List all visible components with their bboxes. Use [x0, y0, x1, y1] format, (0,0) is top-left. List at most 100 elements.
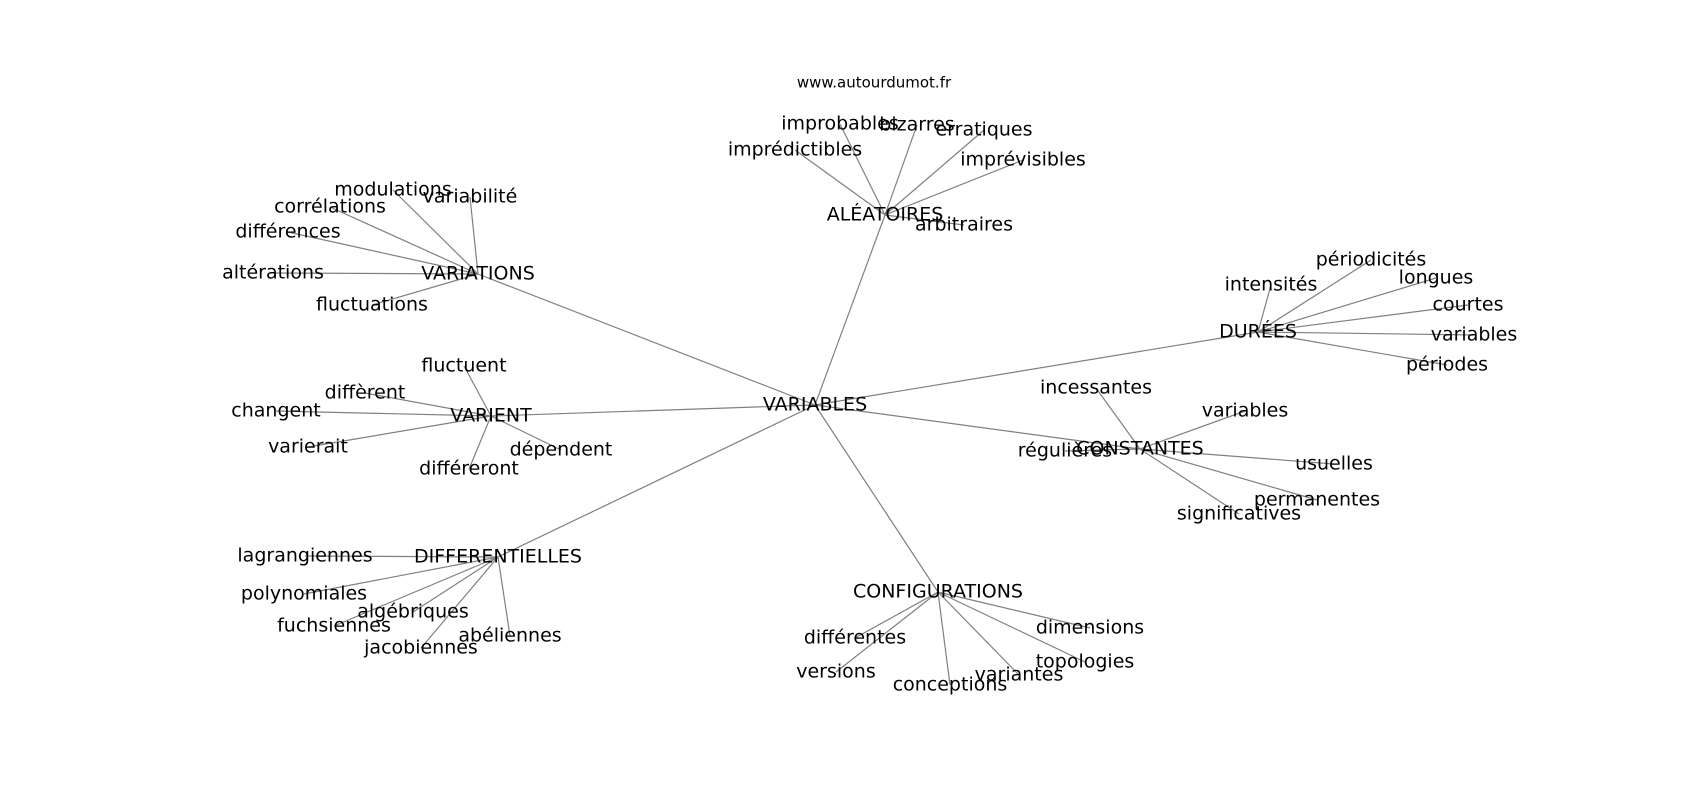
root-node[interactable]: VARIABLES	[763, 394, 867, 416]
hub-node-variations[interactable]: VARIATIONS	[421, 263, 535, 285]
leaf-node-durees-1[interactable]: intensités	[1225, 274, 1318, 296]
leaf-node-differentielles-3[interactable]: fuchsiennes	[277, 615, 391, 637]
edge-configurations-0	[854, 591, 939, 639]
edge-constantes-5	[1139, 448, 1240, 515]
leaf-node-configurations-5[interactable]: conceptions	[893, 674, 1008, 696]
leaf-node-variations-3[interactable]: différences	[235, 221, 340, 243]
hub-node-varient[interactable]: VARIENT	[450, 405, 532, 427]
leaf-node-variations-5[interactable]: fluctuations	[316, 294, 428, 316]
edge-aleatoires-5	[884, 214, 965, 226]
leaf-node-differentielles-2[interactable]: algébriques	[357, 601, 469, 623]
leaf-node-constantes-5[interactable]: significatives	[1177, 503, 1301, 525]
edge-durees-5	[1257, 331, 1448, 366]
edge-varient-0	[463, 365, 492, 417]
site-url[interactable]: www.autourdumot.fr	[797, 74, 952, 92]
leaf-node-differentielles-1[interactable]: polynomiales	[241, 583, 367, 605]
leaf-node-differentielles-5[interactable]: jacobiennes	[363, 637, 478, 659]
edge-durees-2	[1257, 277, 1437, 333]
edge-configurations-1	[937, 591, 1091, 629]
edge-constantes-2	[1064, 448, 1141, 452]
edge-differentielles-0	[304, 555, 499, 558]
edge-durees-0	[1257, 259, 1372, 333]
leaf-node-configurations-4[interactable]: variantes	[975, 664, 1064, 686]
leaf-node-aleatoires-4[interactable]: imprévisibles	[960, 149, 1086, 171]
leaf-node-durees-2[interactable]: longues	[1399, 267, 1474, 289]
leaf-node-constantes-4[interactable]: permanentes	[1254, 489, 1380, 511]
edge-root-varient	[490, 404, 816, 417]
leaf-node-differentielles-4[interactable]: abéliennes	[458, 625, 561, 647]
edge-varient-3	[307, 415, 492, 448]
leaf-node-varient-5[interactable]: différeront	[419, 458, 519, 480]
leaf-node-aleatoires-5[interactable]: arbitraires	[915, 214, 1013, 236]
edge-aleatoires-1	[884, 124, 918, 216]
hub-node-constantes[interactable]: CONSTANTES	[1076, 438, 1204, 460]
leaf-node-varient-0[interactable]: fluctuent	[421, 355, 506, 377]
leaf-node-constantes-2[interactable]: régulières	[1018, 440, 1112, 462]
leaf-node-variations-4[interactable]: altérations	[222, 262, 324, 284]
edge-varient-1	[364, 392, 492, 417]
leaf-node-aleatoires-3[interactable]: imprédictibles	[728, 139, 862, 161]
edge-variations-0	[392, 189, 479, 275]
leaf-node-constantes-1[interactable]: variables	[1202, 400, 1289, 422]
edge-root-aleatoires	[814, 214, 886, 406]
edge-differentielles-4	[497, 556, 511, 637]
leaf-node-varient-3[interactable]: varierait	[268, 436, 348, 458]
edge-variations-3	[287, 231, 479, 275]
leaf-node-durees-4[interactable]: variables	[1431, 324, 1518, 346]
leaf-node-constantes-0[interactable]: incessantes	[1040, 377, 1152, 399]
edge-differentielles-3	[333, 556, 499, 627]
edge-constantes-4	[1139, 448, 1318, 501]
leaf-node-varient-2[interactable]: changent	[231, 400, 320, 422]
leaf-node-differentielles-0[interactable]: lagrangiennes	[237, 545, 372, 567]
edge-aleatoires-0	[839, 123, 886, 216]
hub-node-configurations[interactable]: CONFIGURATIONS	[853, 581, 1023, 603]
edge-constantes-1	[1139, 410, 1246, 450]
edge-differentielles-1	[303, 556, 499, 595]
leaf-node-varient-4[interactable]: dépendent	[510, 439, 613, 461]
hub-node-aleatoires[interactable]: ALÉATOIRES	[827, 203, 944, 226]
leaf-node-durees-5[interactable]: périodes	[1406, 354, 1488, 376]
edge-root-configurations	[814, 404, 939, 593]
leaf-node-aleatoires-0[interactable]: improbables	[781, 113, 899, 135]
edge-varient-2	[275, 410, 492, 417]
edge-configurations-4	[937, 591, 1020, 676]
edge-root-variations	[477, 273, 816, 406]
leaf-node-variations-0[interactable]: modulations	[334, 179, 451, 201]
leaf-node-variations-2[interactable]: corrélations	[274, 196, 386, 218]
leaf-node-configurations-2[interactable]: topologies	[1036, 651, 1135, 673]
edge-root-differentielles	[497, 404, 816, 558]
edge-varient-5	[468, 415, 492, 470]
edge-durees-4	[1257, 331, 1475, 336]
leaf-node-variations-1[interactable]: variabilité	[423, 186, 518, 208]
edge-varient-4	[490, 415, 562, 451]
leaf-node-constantes-3[interactable]: usuelles	[1295, 453, 1373, 475]
edge-differentielles-2	[412, 556, 499, 613]
edge-variations-2	[329, 206, 479, 275]
leaf-node-aleatoires-1[interactable]: bizarres	[879, 114, 954, 136]
edge-configurations-3	[835, 591, 939, 673]
edge-differentielles-5	[420, 556, 499, 649]
edge-aleatoires-2	[884, 129, 985, 216]
leaf-node-durees-0[interactable]: périodicités	[1316, 249, 1427, 271]
edge-aleatoires-3	[794, 149, 886, 216]
leaf-node-aleatoires-2[interactable]: erratiques	[935, 119, 1032, 141]
edges-layer	[272, 123, 1475, 686]
hub-node-durees[interactable]: DURÉES	[1219, 320, 1297, 343]
labels-layer: www.autourdumot.fr VARIABLES improbables…	[222, 74, 1517, 696]
leaf-node-configurations-3[interactable]: versions	[796, 661, 876, 683]
edge-variations-5	[371, 273, 479, 306]
edge-constantes-3	[1139, 448, 1335, 465]
edge-root-constantes	[814, 404, 1141, 450]
edge-root-durees	[814, 331, 1259, 406]
edge-configurations-2	[937, 591, 1086, 663]
leaf-node-varient-1[interactable]: diffèrent	[325, 382, 406, 404]
edge-configurations-5	[937, 591, 951, 686]
leaf-node-configurations-0[interactable]: différentes	[804, 627, 906, 649]
edge-variations-1	[469, 196, 479, 275]
hub-node-differentielles[interactable]: DIFFERENTIELLES	[414, 546, 582, 568]
leaf-node-configurations-1[interactable]: dimensions	[1036, 617, 1144, 639]
edge-durees-1	[1257, 284, 1272, 333]
leaf-node-durees-3[interactable]: courtes	[1433, 294, 1504, 316]
edge-variations-4	[272, 272, 479, 275]
